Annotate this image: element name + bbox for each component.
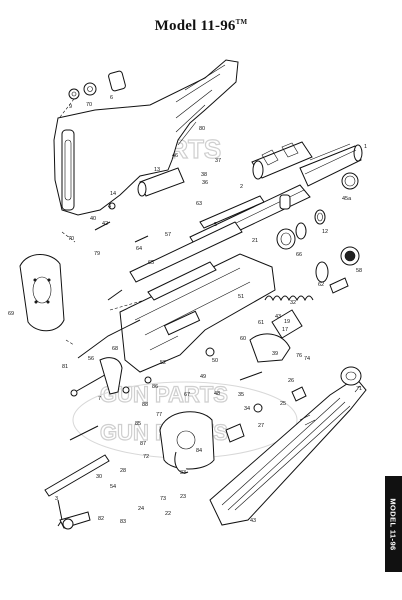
part-label-39: 39 <box>272 351 278 357</box>
part-label-9: 9 <box>69 104 72 110</box>
part-label-69: 69 <box>8 311 14 317</box>
part-label-23: 23 <box>180 494 186 500</box>
part-label-68: 68 <box>112 346 118 352</box>
part-label-76: 76 <box>296 353 302 359</box>
side-index-tab: MODEL 11-96 <box>385 476 402 572</box>
part-label-34: 34 <box>244 406 250 412</box>
part-label-37: 37 <box>215 158 221 164</box>
part-label-80: 80 <box>199 126 205 132</box>
butt-plate <box>19 254 65 332</box>
part-label-70b: 70 <box>68 236 74 242</box>
part-label-58: 58 <box>356 268 362 274</box>
trademark-mark: TM <box>235 18 248 26</box>
part-label-5: 5 <box>214 222 217 228</box>
buttstock <box>53 59 239 216</box>
part-label-36: 36 <box>202 180 208 186</box>
watermark-mid: GUN PARTS <box>100 382 228 407</box>
part-label-30: 30 <box>96 474 102 480</box>
part-label-48: 48 <box>214 391 220 397</box>
part-label-50: 50 <box>212 358 218 364</box>
part-label-43: 43 <box>250 518 256 524</box>
part-label-56: 56 <box>88 356 94 362</box>
part-label-64: 64 <box>136 246 142 252</box>
part-label-52: 52 <box>160 360 166 366</box>
part-label-71: 71 <box>356 386 362 392</box>
part-label-46: 46 <box>172 153 178 159</box>
side-tab-label: MODEL 11-96 <box>389 497 399 551</box>
part-label-22: 22 <box>165 511 171 517</box>
part-label-51: 51 <box>238 294 244 300</box>
part-label-33: 33 <box>180 470 186 476</box>
barrel <box>189 141 363 251</box>
recoil-spring <box>264 261 329 302</box>
part-label-26: 26 <box>288 378 294 384</box>
part-label-3: 3 <box>55 496 58 502</box>
part-label-32: 32 <box>290 300 296 306</box>
small-parts-stock-bolts <box>59 70 126 118</box>
part-label-72: 72 <box>143 454 149 460</box>
part-label-14: 14 <box>110 191 116 197</box>
part-label-40: 40 <box>90 216 96 222</box>
part-label-63: 63 <box>196 201 202 207</box>
part-label-7: 7 <box>98 396 101 402</box>
part-label-54: 54 <box>110 484 116 490</box>
part-label-6: 6 <box>110 95 113 101</box>
part-label-82: 82 <box>98 516 104 522</box>
part-label-67: 67 <box>184 392 190 398</box>
part-label-84: 84 <box>196 448 202 454</box>
part-label-60: 60 <box>240 336 246 342</box>
magazine-tube <box>329 277 349 294</box>
part-label-4: 4 <box>108 204 111 210</box>
model-title: Model 11-96 <box>154 18 236 34</box>
part-label-25: 25 <box>280 401 286 407</box>
part-label-73: 73 <box>160 496 166 502</box>
part-label-13: 13 <box>154 167 160 173</box>
part-label-65: 65 <box>148 260 154 266</box>
part-label-24: 24 <box>138 506 144 512</box>
part-label-17: 17 <box>282 327 288 333</box>
trigger-group <box>159 411 215 474</box>
part-label-83: 83 <box>120 519 126 525</box>
part-label-1: 1 <box>364 144 367 150</box>
part-label-61: 61 <box>258 320 264 326</box>
part-label-74: 74 <box>304 356 310 362</box>
part-label-43b: 43 <box>275 314 281 320</box>
part-label-27: 27 <box>258 423 264 429</box>
part-label-21: 21 <box>252 238 258 244</box>
part-label-45a: 45a <box>342 196 352 202</box>
part-label-35: 35 <box>238 392 244 398</box>
part-label-66: 66 <box>296 252 302 258</box>
part-label-87: 87 <box>140 441 146 447</box>
receiver <box>119 253 276 373</box>
part-number-labels: 9 70 6 80 46 37 13 38 36 63 1 2 45a 12 1… <box>8 95 367 525</box>
part-label-19: 19 <box>284 319 290 325</box>
leader-lines <box>61 231 361 393</box>
page-title: Model 11-96TM <box>0 18 402 35</box>
part-label-42: 42 <box>102 221 108 227</box>
part-label-70: 70 <box>86 102 92 108</box>
part-label-81: 81 <box>62 364 68 370</box>
part-label-86: 86 <box>152 384 158 390</box>
bolt-assembly <box>129 167 265 301</box>
part-label-38: 38 <box>201 172 207 178</box>
rings-right <box>276 172 360 266</box>
forend <box>209 366 367 526</box>
part-label-79: 79 <box>94 251 100 257</box>
part-label-85: 85 <box>135 421 141 427</box>
part-label-77: 77 <box>156 412 162 418</box>
part-label-88: 88 <box>142 402 148 408</box>
small-parts-center <box>94 202 307 443</box>
part-label-49: 49 <box>200 374 206 380</box>
part-label-2: 2 <box>240 184 243 190</box>
part-label-28: 28 <box>120 468 126 474</box>
part-label-12: 12 <box>322 229 328 235</box>
part-label-57: 57 <box>165 232 171 238</box>
small-parts-lower-left <box>44 319 141 530</box>
part-label-62: 62 <box>318 282 324 288</box>
